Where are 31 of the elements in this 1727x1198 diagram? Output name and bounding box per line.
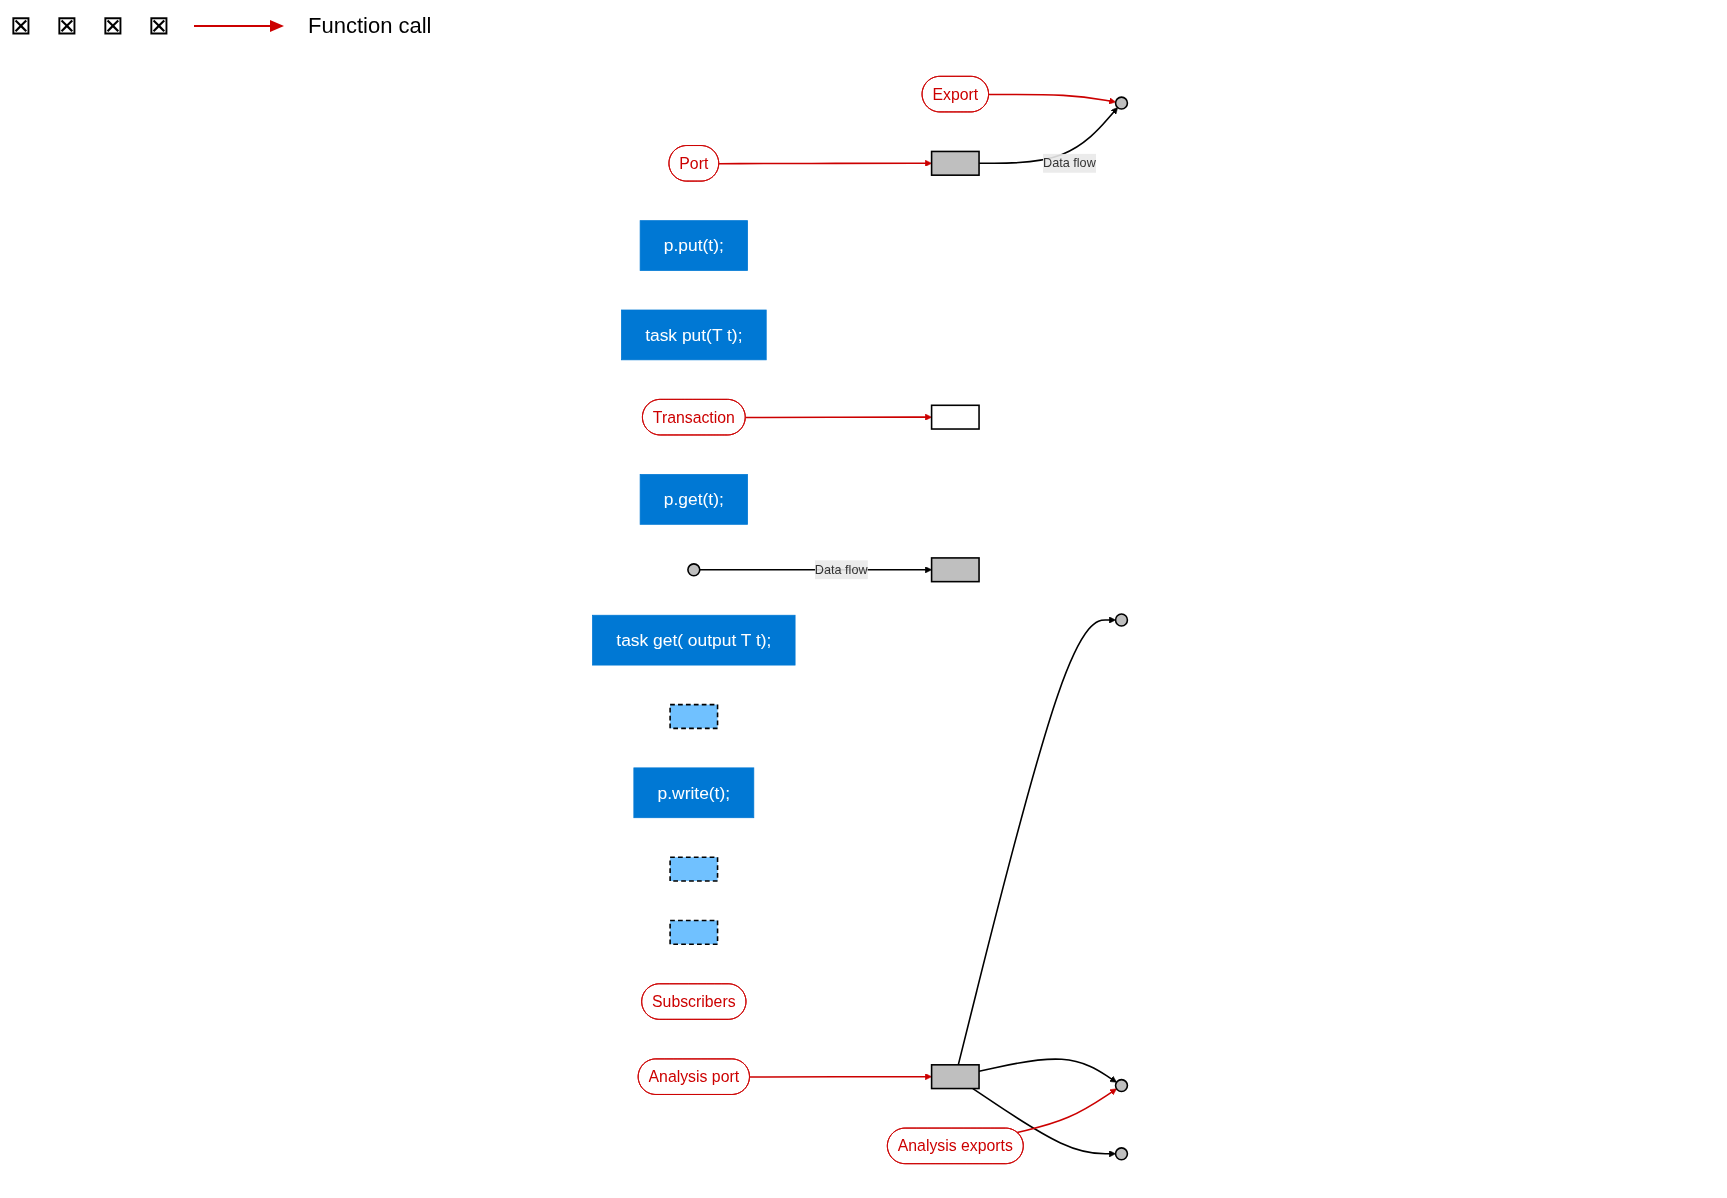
node-circle (1114, 1078, 1129, 1093)
node-box (930, 404, 980, 430)
arrow (718, 159, 932, 167)
node-circle (1114, 613, 1129, 627)
arrow (957, 616, 1116, 1066)
arrow (1016, 1088, 1117, 1134)
node-box: task get( output T t); (592, 614, 796, 666)
node-circle (1114, 1147, 1129, 1161)
node-box (930, 1064, 980, 1090)
node-box: p.put(t); (639, 220, 748, 271)
node-box: p.write(t); (633, 767, 755, 819)
transaction-mark: ⊠ (102, 10, 124, 41)
arrow (988, 93, 1116, 105)
transaction-mark: ⊠ (10, 10, 32, 41)
legend-label: Function call (308, 12, 432, 39)
node-box (669, 856, 719, 882)
node-circle (687, 563, 701, 577)
node-circle (1114, 96, 1129, 110)
arrow (749, 1073, 932, 1081)
arrow (972, 1087, 1116, 1158)
node-box (669, 703, 719, 730)
arrow (744, 413, 932, 421)
edge-label: Data flow (1043, 156, 1096, 170)
node-box: task put(T t); (621, 309, 767, 361)
transaction-mark: ⊠ (148, 10, 170, 41)
node-box (930, 150, 980, 176)
node-box (930, 557, 980, 583)
node-box: p.get(t); (639, 474, 748, 525)
transaction-mark: ⊠ (56, 10, 78, 41)
node-box (669, 919, 719, 945)
edge-label: Data flow (814, 562, 868, 577)
